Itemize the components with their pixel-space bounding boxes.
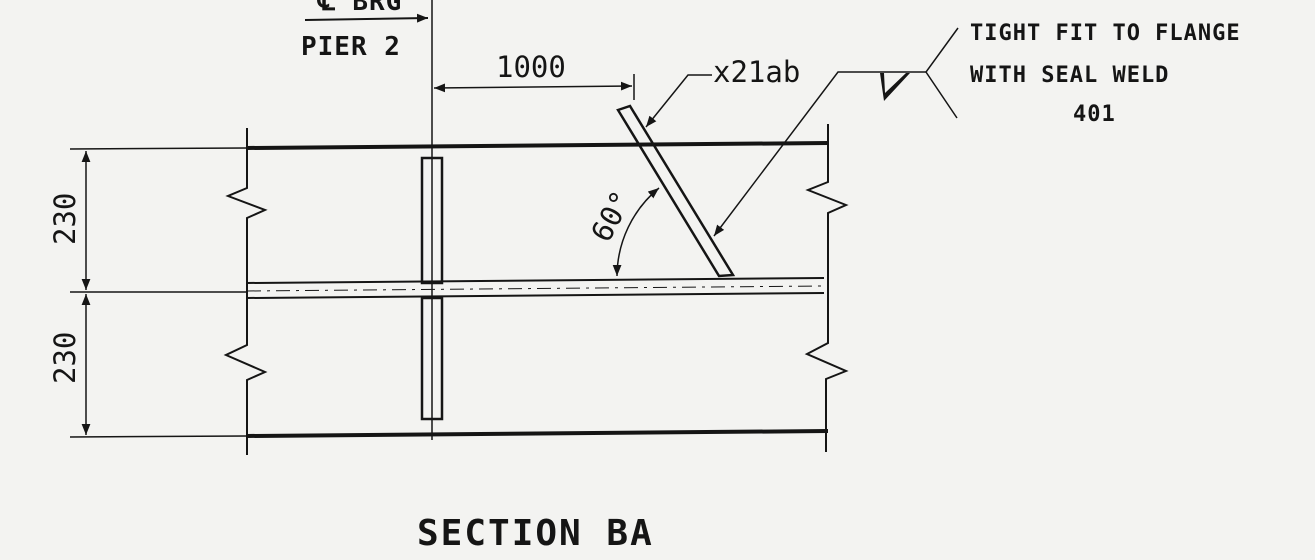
top-flange <box>246 141 829 150</box>
web-centerline <box>246 285 825 292</box>
pier-label: PIER 2 <box>301 32 401 62</box>
dim-ext-top <box>69 147 248 150</box>
weld-note-line1: TIGHT FIT TO FLANGE <box>970 21 1241 46</box>
offset-dimension-text: 1000 <box>496 50 566 84</box>
lower-depth-text: 230 <box>48 332 82 384</box>
fillet-weld-symbol <box>880 73 910 101</box>
web-top-edge <box>246 277 825 284</box>
pier-label-leader <box>304 13 429 23</box>
angle-label: 60° <box>584 185 639 247</box>
right-break-line <box>804 124 849 452</box>
offset-dimension-line <box>433 81 633 93</box>
bearing-stiffener-lower <box>420 296 444 421</box>
bottom-flange <box>246 429 829 438</box>
left-break-line <box>223 128 268 455</box>
upper-depth-text: 230 <box>48 193 82 245</box>
bearing-stiffener-upper <box>420 156 444 285</box>
stiffener-callout: x21ab <box>713 55 800 89</box>
weld-leader <box>713 71 926 237</box>
stiffener-callout-leader <box>645 74 712 128</box>
weld-note-line3: 401 <box>1073 102 1116 127</box>
weld-note-line2: WITH SEAL WELD <box>970 63 1169 88</box>
angle-arc <box>612 187 660 277</box>
dim-ext-bottom <box>69 435 248 438</box>
weld-tail <box>925 27 959 119</box>
inclined-stiffener <box>616 104 736 278</box>
bearing-label: ℄ BRG <box>317 0 402 17</box>
section-title: SECTION BA <box>417 513 654 554</box>
web-bottom-edge <box>246 292 825 299</box>
